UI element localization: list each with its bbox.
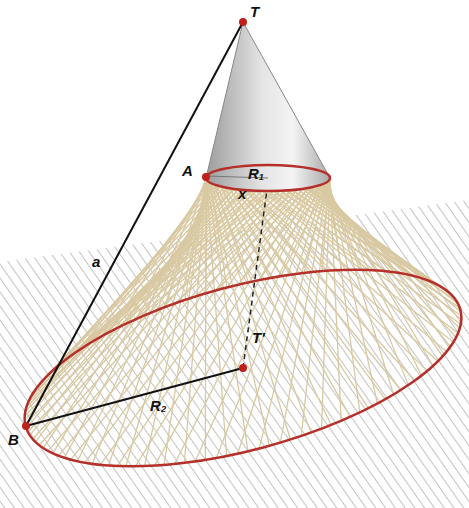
slant-line	[26, 22, 243, 426]
point-label: a	[92, 254, 100, 269]
ruling-line	[262, 191, 453, 342]
point-label: R₂	[150, 398, 167, 413]
point-label: T'	[252, 330, 265, 345]
ruling-line	[297, 167, 459, 329]
ruling-line	[307, 168, 450, 347]
ruling-line	[234, 189, 401, 390]
point-label: x	[238, 186, 246, 201]
ruling-line	[239, 189, 415, 380]
axis	[243, 182, 268, 368]
ruling-line	[43, 167, 233, 448]
ruling-line	[59, 191, 281, 456]
point-label: A	[182, 163, 193, 178]
ruling-line	[268, 191, 458, 333]
top-circle	[206, 165, 330, 191]
point-label: T	[250, 4, 259, 19]
ruling-line	[33, 165, 274, 394]
ruled-surface	[25, 165, 462, 466]
point-b	[22, 422, 30, 430]
small-cone	[206, 22, 330, 191]
ruling-line	[329, 175, 360, 412]
point-label: R₁	[248, 166, 264, 181]
ruling-line	[323, 172, 409, 385]
ruling-line	[36, 167, 239, 443]
base-circle	[4, 231, 469, 506]
ruling-line	[64, 169, 224, 458]
ruling-line	[330, 177, 341, 421]
ruling-line	[155, 171, 320, 311]
point-a	[202, 173, 210, 181]
point-t	[239, 18, 247, 26]
ruling-line	[101, 168, 308, 337]
radius-r2	[26, 368, 243, 426]
ruling-line	[325, 173, 393, 395]
ruling-line	[118, 169, 312, 328]
point-label: B	[8, 432, 19, 447]
point-t-prime	[239, 364, 247, 372]
ruling-line	[136, 170, 316, 319]
ruling-line	[77, 170, 220, 461]
ruling-line	[71, 167, 297, 356]
